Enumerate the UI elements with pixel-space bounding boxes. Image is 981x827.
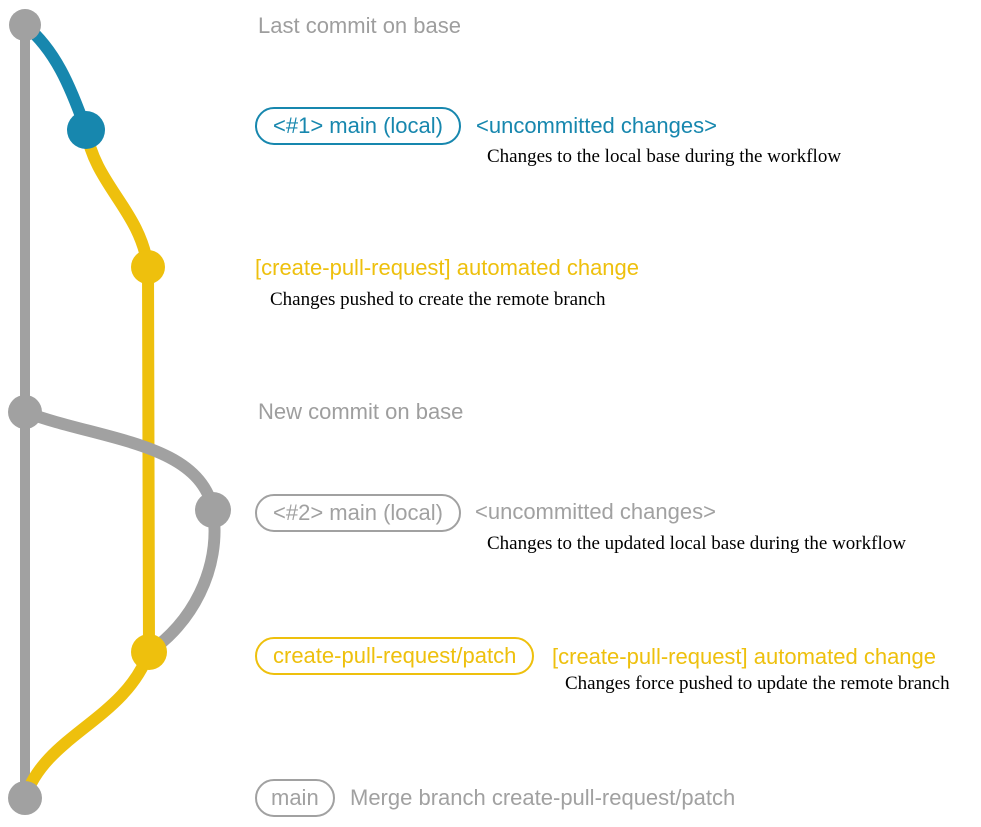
label-automated-change-2: [create-pull-request] automated change <box>552 644 937 669</box>
caption-local-base-changes-1: Changes to the local base during the wor… <box>487 146 842 167</box>
commit-node-local-2 <box>195 492 231 528</box>
branch-tag-main-local-2: <#2> main (local) <box>255 494 461 532</box>
caption-force-pushed-update-remote: Changes force pushed to update the remot… <box>565 673 950 694</box>
commit-node-merge <box>8 781 42 815</box>
caption-local-base-changes-2: Changes to the updated local base during… <box>487 533 906 554</box>
rebase-edge-2 <box>143 504 221 658</box>
branch-tag-main: main <box>255 779 335 817</box>
patch-branch-edge-1 <box>80 124 154 273</box>
branch-tag-create-pull-request-patch: create-pull-request/patch <box>255 637 535 675</box>
commit-node-new-base <box>8 395 42 429</box>
merge-edge <box>19 646 155 804</box>
commit-node-local-1 <box>67 111 105 149</box>
commit-node-remote-1 <box>131 250 165 284</box>
label-uncommitted-changes-1: <uncommitted changes> <box>476 113 717 138</box>
heading-last-commit-on-base: Last commit on base <box>258 13 461 38</box>
patch-branch-line <box>142 261 155 658</box>
caption-pushed-create-remote: Changes pushed to create the remote bran… <box>270 289 606 310</box>
label-automated-change-1: [create-pull-request] automated change <box>255 255 640 280</box>
rebase-edge-1 <box>19 406 219 516</box>
branch-tag-main-local-1: <#1> main (local) <box>255 107 461 145</box>
label-merge-branch: Merge branch create-pull-request/patch <box>350 785 736 810</box>
commit-node-last-base <box>9 9 41 41</box>
commit-node-remote-2 <box>131 634 167 670</box>
label-uncommitted-changes-2: <uncommitted changes> <box>475 499 716 524</box>
heading-new-commit-on-base: New commit on base <box>258 399 464 424</box>
